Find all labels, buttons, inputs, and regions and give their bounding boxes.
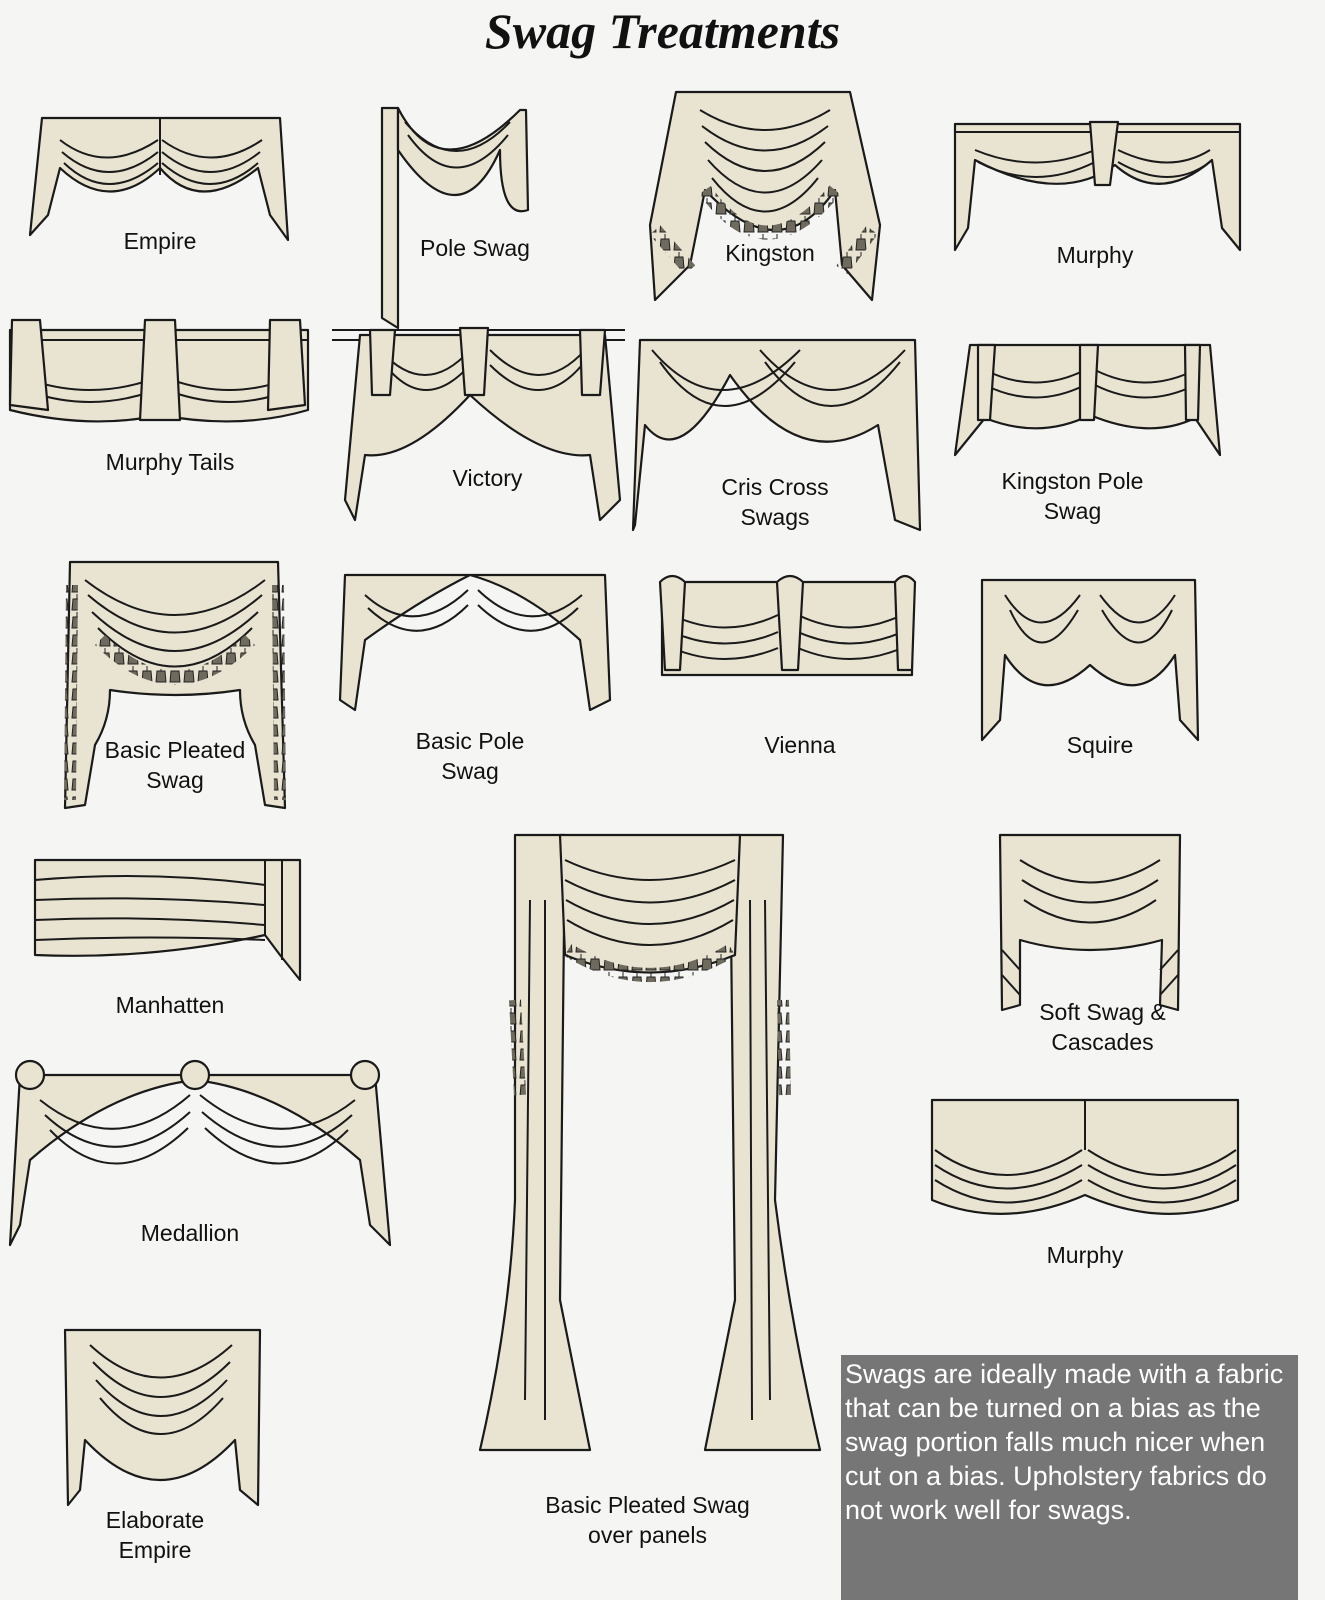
manhatten-illustration xyxy=(33,858,302,982)
label-pole-swag: Pole Swag xyxy=(420,235,530,261)
label-basic-pole-swag: Basic Pole Swag xyxy=(415,728,525,784)
basic-pole-swag-illustration xyxy=(338,573,612,712)
murphy-bottom-illustration xyxy=(930,1098,1240,1215)
label-medallion: Medallion xyxy=(140,1220,240,1246)
fabric-note-box: Swags are ideally made with a fabric tha… xyxy=(841,1355,1298,1600)
basic-pleated-swag-over-panels-illustration xyxy=(478,833,822,1452)
elaborate-empire-illustration xyxy=(63,1328,262,1507)
label-murphy-top: Murphy xyxy=(1056,242,1134,268)
medallion-illustration xyxy=(8,1059,392,1247)
label-vienna: Vienna xyxy=(764,732,836,758)
pole-swag-illustration xyxy=(380,106,530,330)
empire-illustration xyxy=(28,116,290,242)
kingston-illustration xyxy=(648,90,882,302)
murphy-top-illustration xyxy=(953,120,1242,252)
cris-cross-swags-illustration xyxy=(631,338,922,532)
basic-pleated-swag-illustration xyxy=(63,560,287,810)
label-murphy-bottom: Murphy xyxy=(1046,1242,1124,1268)
squire-illustration xyxy=(980,578,1200,742)
label-elaborate-empire: Elaborate Empire xyxy=(105,1507,205,1563)
label-kingston-pole-swag: Kingston Pole Swag xyxy=(1001,468,1144,524)
label-basic-pleated-swag-over-panels: Basic Pleated Swag over panels xyxy=(545,1492,750,1548)
label-basic-pleated-swag: Basic Pleated Swag xyxy=(104,737,246,793)
murphy-tails-illustration xyxy=(8,318,310,423)
label-murphy-tails: Murphy Tails xyxy=(105,449,235,475)
victory-illustration xyxy=(332,326,625,522)
page-title: Swag Treatments xyxy=(484,3,841,59)
label-kingston: Kingston xyxy=(725,240,815,266)
label-squire: Squire xyxy=(1066,732,1134,758)
label-cris-cross-swags: Cris Cross Swags xyxy=(721,474,829,530)
label-victory: Victory xyxy=(452,465,523,491)
kingston-pole-swag-illustration xyxy=(953,343,1222,457)
vienna-illustration xyxy=(658,574,917,677)
label-empire: Empire xyxy=(123,228,197,254)
label-manhatten: Manhatten xyxy=(115,992,225,1018)
label-soft-swag-cascades: Soft Swag & Cascades xyxy=(1039,999,1166,1055)
soft-swag-cascades-illustration xyxy=(998,833,1182,1012)
